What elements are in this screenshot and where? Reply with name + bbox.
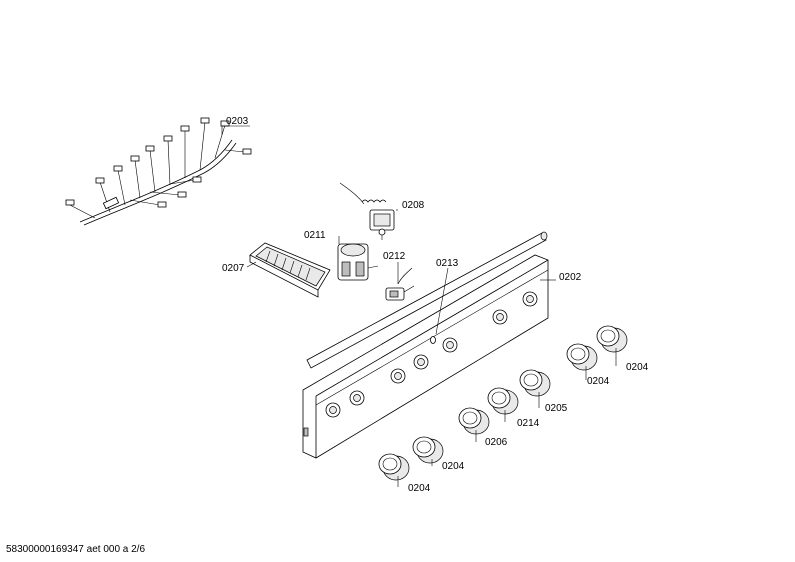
leader-lines: [222, 125, 617, 487]
knob-0204-left: [412, 436, 444, 464]
panel-knob-holes: [325, 291, 538, 418]
callout-0205: 0205: [545, 403, 568, 414]
callout-0207: 0207: [222, 263, 245, 274]
knob-0204-bottom: [378, 453, 410, 481]
callout-0204-b: 0204: [626, 362, 649, 373]
callout-0208: 0208: [402, 200, 425, 211]
callout-0212: 0212: [383, 251, 406, 262]
callout-0213: 0213: [436, 258, 459, 269]
callout-0214: 0214: [517, 418, 540, 429]
callout-0206: 0206: [485, 437, 508, 448]
signal-lamp: [385, 267, 415, 301]
callout-0204-d: 0204: [408, 483, 431, 494]
control-panel: [302, 231, 549, 459]
callout-0204-c: 0204: [442, 461, 465, 472]
callout-0204-a: 0204: [587, 376, 610, 387]
knob-0205: [519, 369, 551, 397]
control-knobs: [378, 325, 628, 481]
knob-0204-right-b: [596, 325, 628, 353]
knob-0214: [487, 387, 519, 415]
wiring-harness: [65, 117, 252, 226]
terminal-block: [249, 242, 331, 298]
callout-0211: 0211: [304, 230, 326, 241]
document-id: 58300000169347 aet 000 a 2/6: [6, 544, 145, 555]
knob-0204-right-a: [566, 343, 598, 371]
callout-0202: 0202: [559, 272, 582, 283]
callout-labels: 0203 0208 0211 0207 0212 0213 0202 0204 …: [222, 116, 649, 494]
selector-switch: [337, 243, 379, 281]
callout-0203: 0203: [226, 116, 249, 127]
thermostat: [339, 182, 395, 240]
knob-0206: [458, 407, 490, 435]
